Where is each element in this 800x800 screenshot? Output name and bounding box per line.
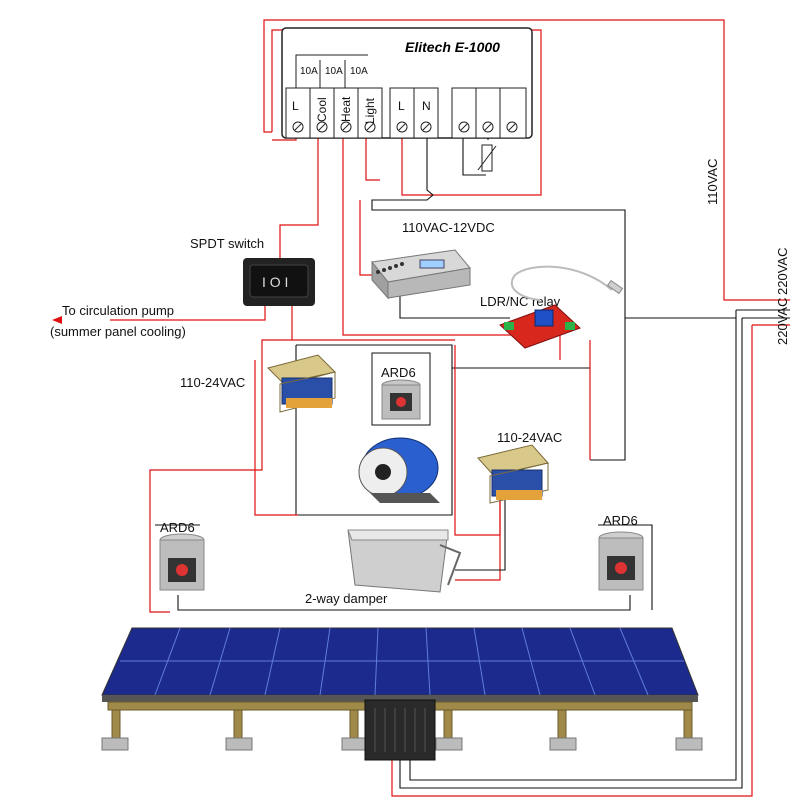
wire-pump: [110, 300, 266, 321]
ard6-right: [598, 531, 644, 591]
terminal-heat: Heat: [339, 96, 353, 122]
ard6-left: [159, 533, 205, 591]
transformer-right-label: 110-24VAC: [497, 430, 562, 445]
relay-terminal-left: [504, 322, 514, 330]
solar-air-box: [364, 699, 436, 761]
damper-label: 2-way damper: [305, 591, 388, 606]
spdt-label: SPDT switch: [190, 236, 264, 251]
ard6-top: [371, 352, 431, 426]
transformer-right: [477, 444, 549, 504]
damper-lever: [439, 544, 462, 586]
relay-terminal-right: [565, 322, 575, 330]
wire-psu-in: [359, 200, 375, 276]
terminal-l2: L: [398, 99, 405, 113]
ard6-left-label: ARD6: [160, 520, 195, 535]
tr-right-frame: [489, 462, 549, 504]
wire-damper-r2: [455, 490, 501, 581]
rating-cool: 10A: [300, 66, 318, 77]
wire-heat: [342, 130, 561, 360]
rating-heat: 10A: [325, 66, 343, 77]
pump-arrow-icon: [52, 316, 62, 324]
wire-light: [365, 130, 380, 181]
tr-right-band: [496, 490, 542, 500]
wire-bus-k2: [399, 318, 743, 789]
wire-psu-relay: [399, 290, 510, 319]
fan-base: [370, 493, 440, 503]
wire-sensor-a: [462, 130, 486, 176]
wiring: [110, 19, 790, 797]
elitech-controller: Elitech E-1000 10A 10A 10A L Cool Heat L…: [281, 27, 533, 172]
tr-left-frame: [279, 371, 336, 413]
spdt-switch: I O I: [243, 258, 315, 306]
ldr-cable: [510, 265, 613, 301]
label-220vac-b: 220VAC: [775, 298, 790, 345]
ard6-right-label: ARD6: [603, 513, 638, 528]
wire-ard6-bottom: [177, 595, 631, 611]
wire-tr-left: [254, 360, 298, 516]
thermistor-slash: [477, 145, 497, 171]
wire-controller-l2: [271, 29, 542, 196]
pump-label-line1: To circulation pump: [62, 303, 174, 318]
psu-sticker: [419, 259, 445, 269]
wire-110vac-hot: [263, 19, 790, 301]
psu-label: 110VAC-12VDC: [402, 220, 495, 235]
relay-cube: [534, 309, 554, 327]
terminal-n: N: [422, 99, 431, 113]
fan-hub: [375, 464, 391, 480]
terminal-light: Light: [363, 97, 377, 124]
label-220vac-a: 220VAC: [775, 248, 790, 295]
wire-fan-box: [295, 344, 453, 516]
wire-neutral: [371, 130, 626, 461]
label-110vac: 110VAC: [705, 159, 720, 206]
wire-ard6-right: [598, 524, 653, 610]
transformer-left-label: 110-24VAC: [180, 375, 245, 390]
pump-label-line2: (summer panel cooling): [50, 324, 186, 339]
solar-panel-array: [101, 627, 703, 761]
wire-cool-spdt: [279, 130, 319, 258]
ldr-relay-module: [499, 265, 624, 349]
damper-lip: [347, 529, 449, 541]
wire-damper-r: [454, 345, 501, 536]
power-supply: [371, 249, 471, 300]
psu-side: [371, 260, 389, 300]
two-way-damper: [347, 529, 462, 593]
solar-panel-cells: [120, 627, 684, 696]
ldr-sensor-icon: [606, 279, 624, 295]
rating-light: 10A: [350, 66, 368, 77]
terminal-cool: Cool: [315, 97, 329, 122]
terminal-l: L: [292, 99, 299, 113]
screw-slots: [294, 123, 516, 131]
spdt-rocker: [249, 264, 309, 298]
transformer-left: [267, 354, 336, 413]
relay-bus: [295, 54, 368, 88]
ldr-label: LDR/NC relay: [480, 294, 561, 309]
tr-left-band: [286, 398, 332, 408]
inline-fan: [358, 437, 440, 503]
ard6-top-box: [371, 352, 431, 426]
ard6-top-label: ARD6: [381, 365, 416, 380]
spdt-symbols: I O I: [262, 274, 288, 290]
wire-bus-r: [391, 325, 753, 797]
solar-air-grille: [374, 708, 426, 752]
wire-damper-k: [455, 490, 506, 571]
solar-panel-edge: [102, 695, 698, 702]
controller-title: Elitech E-1000: [405, 39, 500, 55]
